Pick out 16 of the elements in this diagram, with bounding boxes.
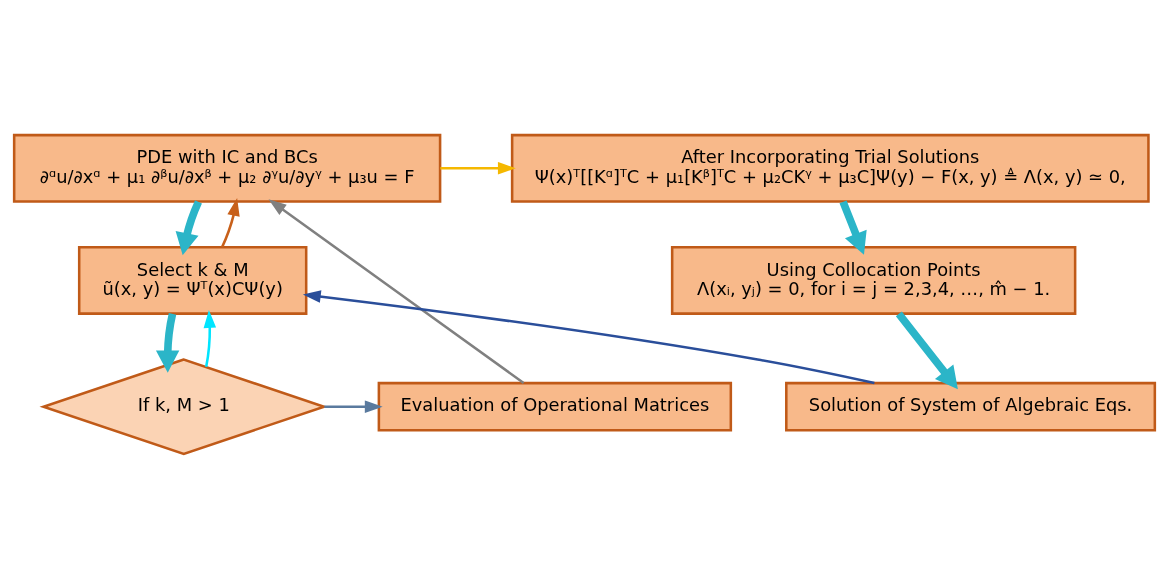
node-box: Select k & M ũ(x, y) = Ψᵀ(x)CΨ(y): [77, 245, 308, 315]
arrow: [895, 311, 958, 389]
node-box: Evaluation of Operational Matrices: [377, 381, 733, 432]
node-box: Using Collocation Points Λ(xᵢ, yⱼ) = 0, for i = j = 2,3,4, …, m̂ − 1.: [670, 245, 1077, 315]
arrow: [203, 309, 217, 367]
arrow: [302, 289, 875, 384]
arrow: [324, 399, 383, 413]
node-box: Solution of System of Algebraic Eqs.: [785, 381, 1157, 432]
node-box: After Incorporating Trial Solutions Ψ(x)ᵀ[[Kᵅ]ᵀC + μ₁[Kᵝ]ᵀC + μ₂CKᵞ + μ₃C]Ψ(y) − F(x, y) ≜ Λ(x, y) ≃ 0,: [510, 133, 1150, 203]
arrow: [155, 312, 180, 373]
arrow: [839, 199, 867, 255]
arrow: [175, 199, 202, 255]
arrow: [440, 161, 516, 174]
arrow: [268, 198, 525, 384]
arrow: [220, 197, 240, 248]
node-box: PDE with IC and BCs ∂ᵅu/∂xᵅ + μ₁ ∂ᵝu/∂xᵝ + μ₂ ∂ᵞu/∂yᵞ + μ₃u = F: [12, 133, 442, 203]
